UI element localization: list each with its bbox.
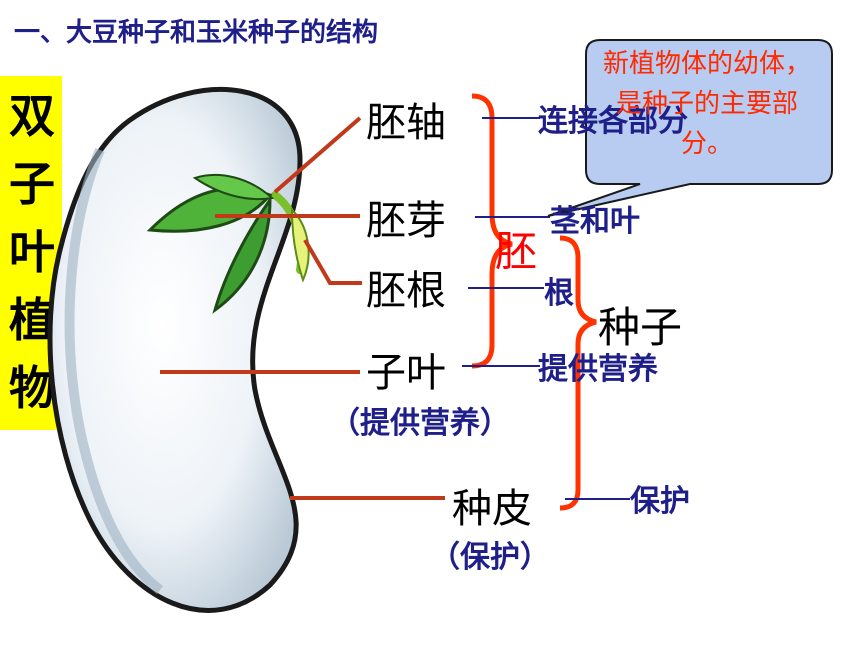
function-label-hypocotyl: 连接各部分 <box>538 104 688 139</box>
part-label-radicle: 胚根 <box>366 268 446 314</box>
function-label-seed-coat: 保护 <box>630 484 690 519</box>
plumule-leaf <box>212 195 272 314</box>
dicot-label: 双 子 叶 植 物 <box>6 82 58 422</box>
leader-line-radicle <box>303 238 362 285</box>
dicot-label-char: 叶 <box>9 225 55 279</box>
part-label-cotyledon: 子叶 <box>366 350 446 396</box>
group-label-embryo: 胚 <box>495 227 538 276</box>
callout-text: 新植物体的幼体，是种子的主要部分。 <box>602 49 811 159</box>
part-label-hypocotyl: 胚轴 <box>366 100 446 146</box>
embryo-bracket <box>471 93 513 369</box>
dicot-label-char: 子 <box>9 157 55 211</box>
dicot-label-char: 双 <box>9 89 55 143</box>
seed-coat-shadow <box>64 148 164 594</box>
dicot-label-char: 植 <box>9 293 55 347</box>
plumule-leaf <box>192 174 275 201</box>
part-label-seed-coat: 种皮 <box>452 486 532 532</box>
dicot-label-char: 物 <box>9 361 55 415</box>
part-label-plumule: 胚芽 <box>366 198 446 244</box>
dicot-label-box: 双 子 叶 植 物 <box>0 76 62 430</box>
seed-bracket <box>559 235 597 511</box>
group-label-seed: 种子 <box>598 303 683 352</box>
callout-bubble <box>547 39 833 217</box>
page-title: 一、大豆种子和玉米种子的结构 <box>14 18 379 48</box>
radicle-tip <box>290 207 310 283</box>
function-label-radicle: 根 <box>544 276 574 311</box>
function-label-cotyledon: 提供营养 <box>538 352 658 387</box>
function-label-plumule: 茎和叶 <box>550 204 640 239</box>
seed-body <box>47 86 303 613</box>
seed-coat-function-note: （保护） <box>430 540 550 575</box>
leader-line-hypocotyl <box>273 116 362 194</box>
cotyledon-function-note: （提供营养） <box>330 406 510 441</box>
